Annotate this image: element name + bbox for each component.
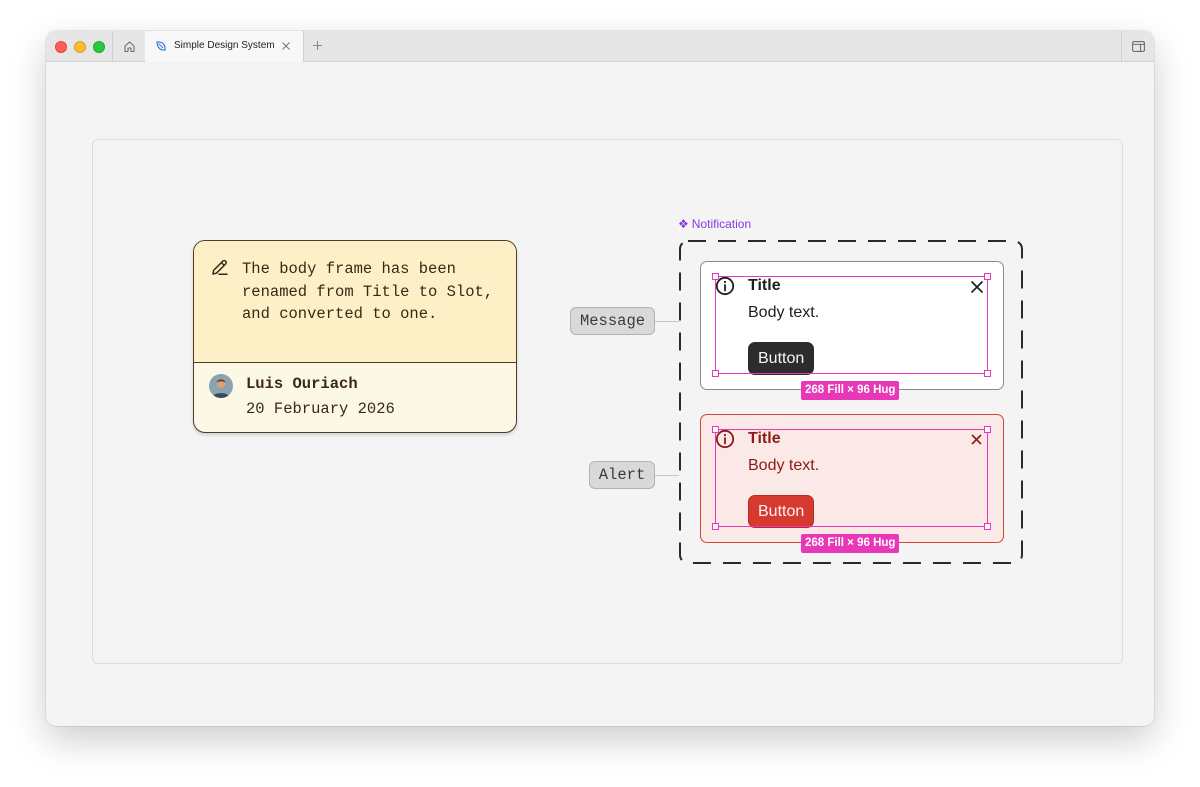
comment-date: 20 February 2026 xyxy=(246,400,395,418)
close-window-button[interactable] xyxy=(55,41,67,53)
comment-card[interactable]: The body frame has been renamed from Tit… xyxy=(193,240,517,433)
resize-handle[interactable] xyxy=(984,523,991,530)
component-icon: ❖ xyxy=(678,217,689,231)
comment-text: The body frame has been renamed from Tit… xyxy=(242,260,494,323)
browser-window: Simple Design System The body frame has … xyxy=(46,31,1154,726)
variant-label-alert[interactable]: Alert xyxy=(589,461,655,489)
comment-body: The body frame has been renamed from Tit… xyxy=(194,241,516,363)
notification-body: Body text. xyxy=(748,304,820,321)
sidebar-toggle-icon xyxy=(1132,40,1145,52)
info-icon xyxy=(715,276,735,296)
info-icon xyxy=(715,429,735,449)
resize-handle[interactable] xyxy=(712,523,719,530)
variant-label-message[interactable]: Message xyxy=(570,307,655,335)
minimize-window-button[interactable] xyxy=(74,41,86,53)
size-badge: 268 Fill × 96 Hug xyxy=(801,381,900,400)
component-set-label[interactable]: ❖Notification xyxy=(678,217,752,231)
resize-handle[interactable] xyxy=(984,426,991,433)
notification-alert[interactable]: Title Body text. Button 268 Fill × 96 Hu… xyxy=(700,414,1004,553)
notification-action-button[interactable]: Button xyxy=(748,342,815,375)
home-button[interactable] xyxy=(112,31,146,61)
pencil-icon xyxy=(212,259,228,275)
connector-line xyxy=(655,321,679,322)
home-icon xyxy=(123,40,135,52)
title-bar: Simple Design System xyxy=(46,31,1154,62)
sidebar-toggle-button[interactable] xyxy=(1121,31,1154,61)
comment-author: Luis Ouriach xyxy=(246,375,358,393)
notification-action-button[interactable]: Button xyxy=(748,495,815,528)
close-icon[interactable] xyxy=(281,41,291,51)
resize-handle[interactable] xyxy=(712,370,719,377)
notification-title: Title xyxy=(748,430,781,447)
plus-icon[interactable] xyxy=(312,40,323,51)
tab-title: Simple Design System xyxy=(174,40,275,51)
resize-handle[interactable] xyxy=(984,273,991,280)
close-icon[interactable] xyxy=(970,433,983,446)
canvas-frame xyxy=(92,139,1123,664)
notification-title: Title xyxy=(748,277,781,294)
notification-body: Body text. xyxy=(748,457,820,474)
close-icon[interactable] xyxy=(970,280,984,294)
size-badge: 268 Fill × 96 Hug xyxy=(801,534,900,553)
maximize-window-button[interactable] xyxy=(93,41,105,53)
connector-line xyxy=(655,475,679,476)
notification-message[interactable]: Title Body text. Button 268 Fill × 96 Hu… xyxy=(700,261,1004,400)
tab-simple-design-system[interactable]: Simple Design System xyxy=(145,31,304,62)
avatar xyxy=(209,374,233,398)
resize-handle[interactable] xyxy=(984,370,991,377)
component-set-frame xyxy=(679,240,1023,564)
figma-leaf-icon xyxy=(156,41,166,51)
